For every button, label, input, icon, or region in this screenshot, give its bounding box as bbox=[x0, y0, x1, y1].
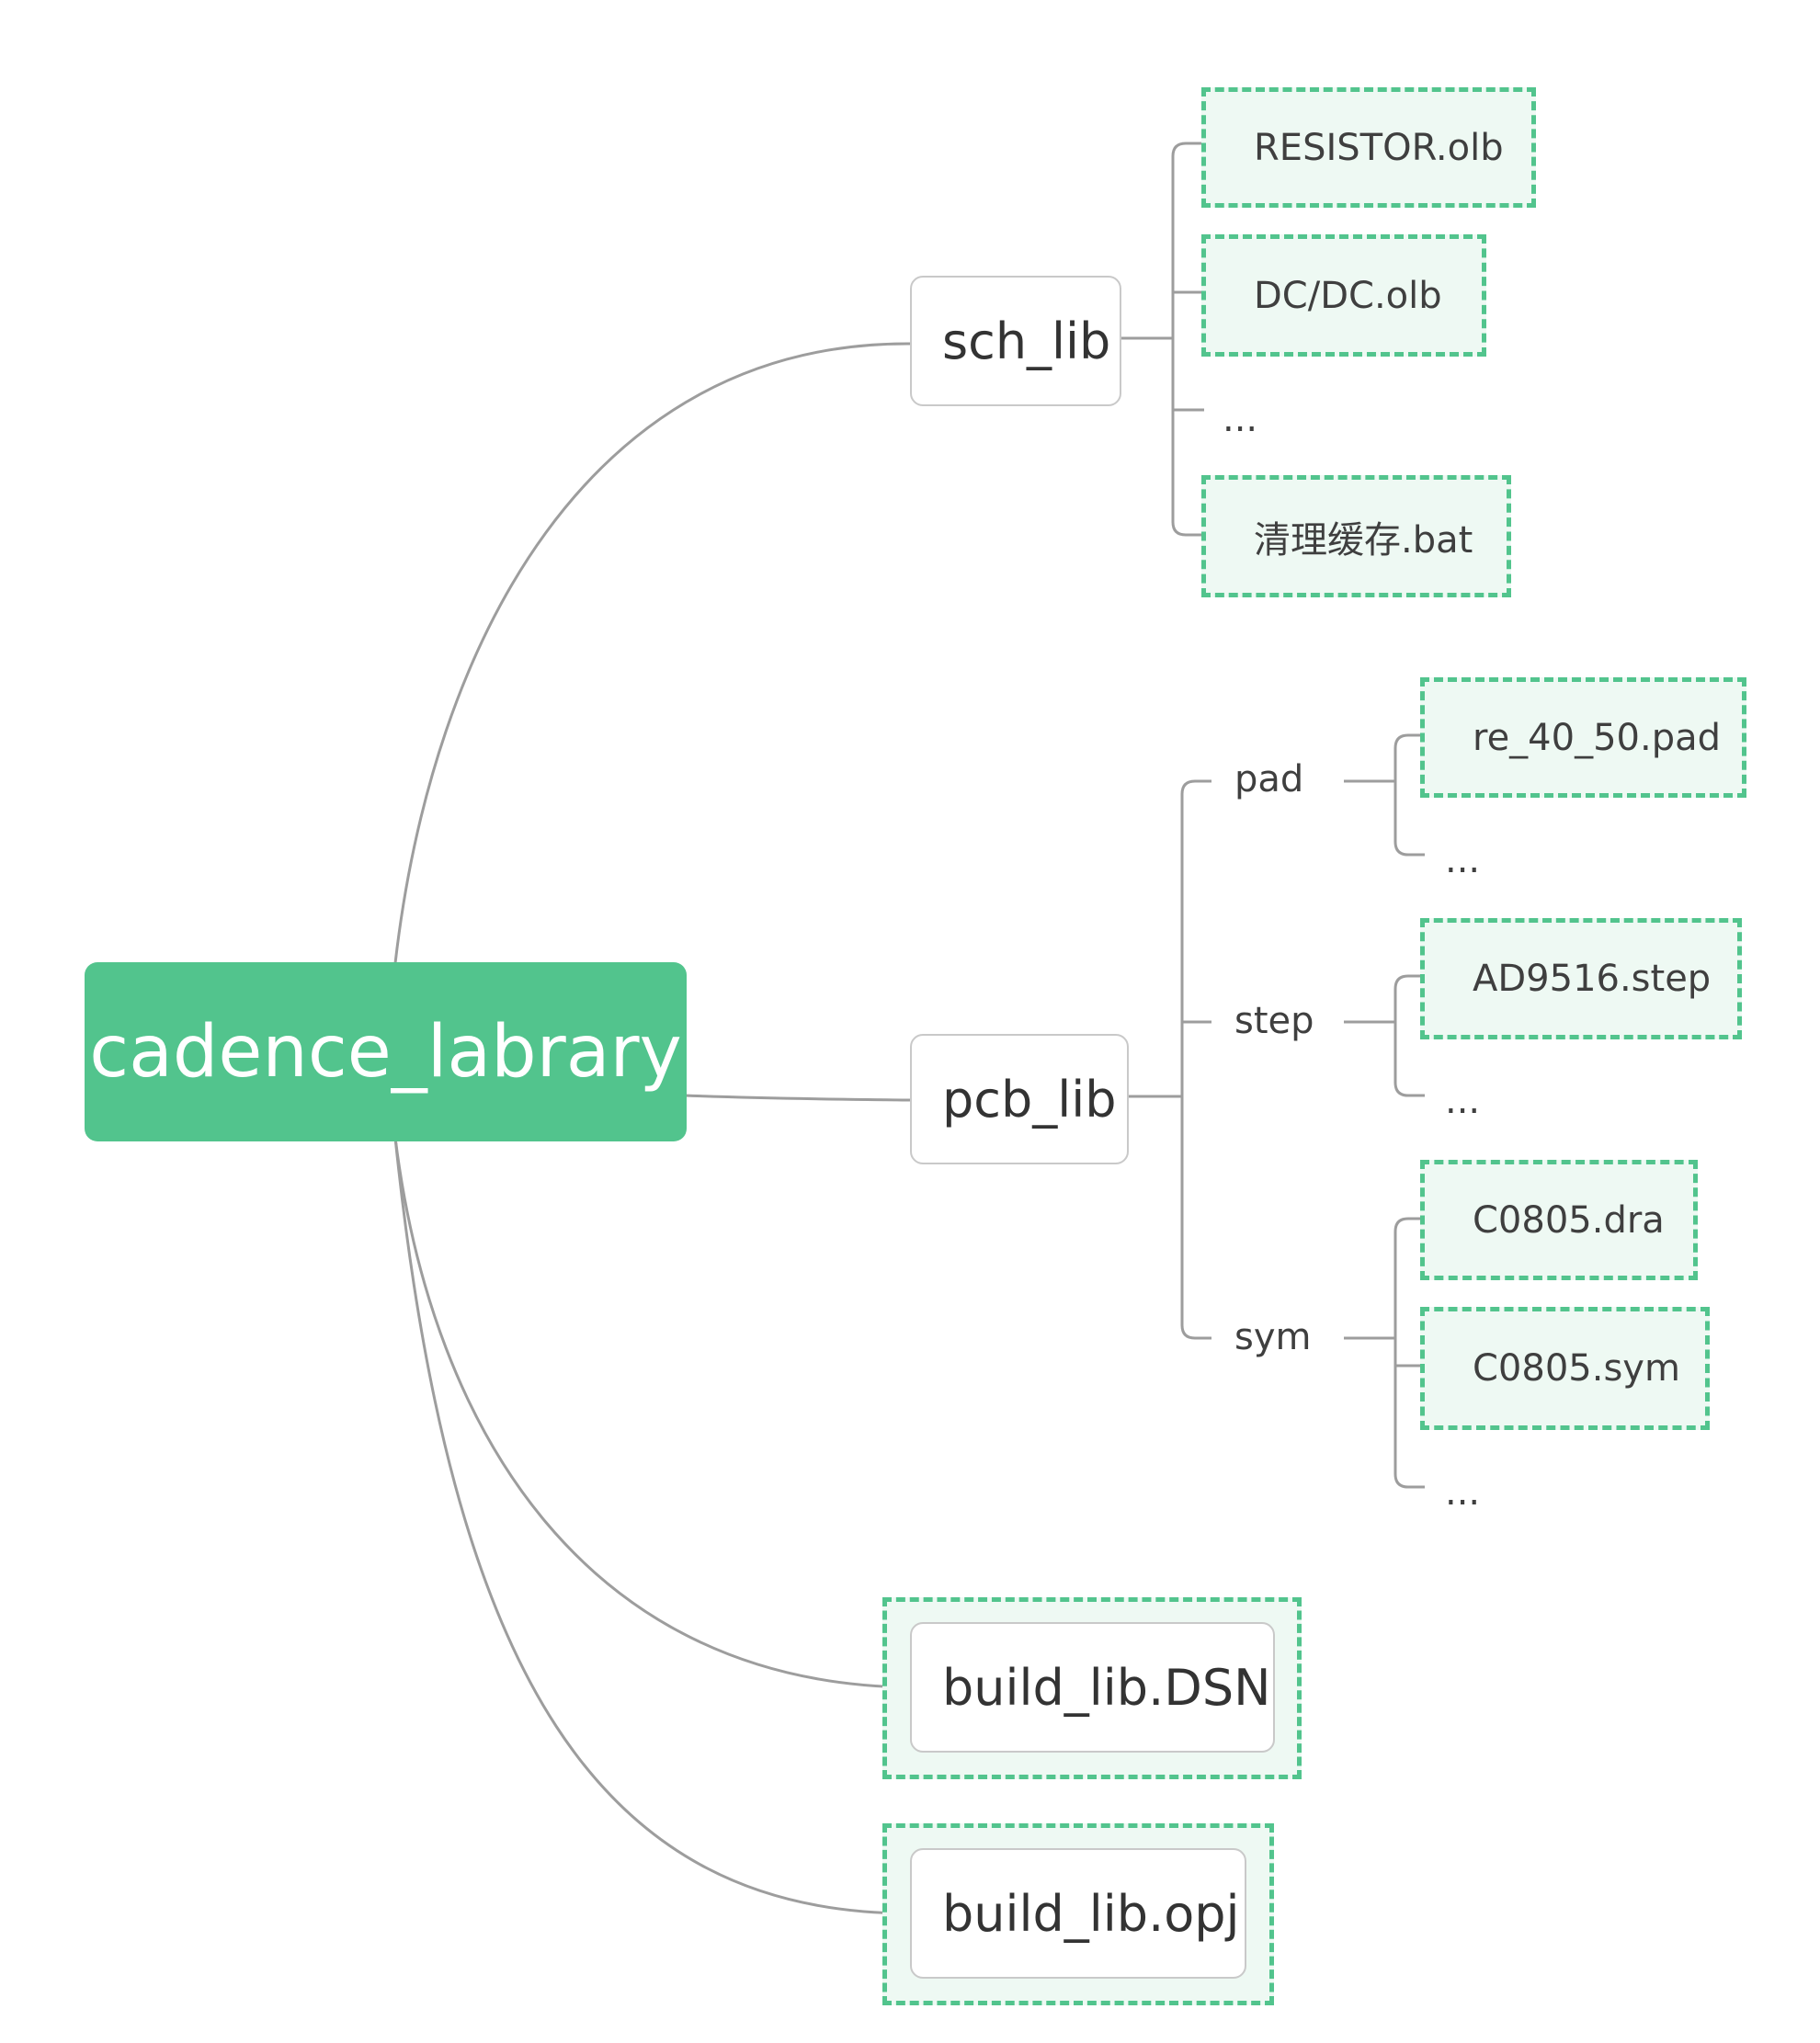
leaf-ad9516-step-label: AD9516.step bbox=[1473, 958, 1712, 1000]
leaf-re-40-50-pad[interactable]: re_40_50.pad bbox=[1420, 677, 1746, 798]
branch-pcb-lib[interactable]: pcb_lib bbox=[910, 1034, 1129, 1164]
leaf-c0805-dra-label: C0805.dra bbox=[1473, 1198, 1665, 1242]
branch-pcb-lib-label: pcb_lib bbox=[942, 1070, 1117, 1129]
file-build-lib-opj-label: build_lib.opj bbox=[942, 1884, 1240, 1943]
root-node-label: cadence_labrary bbox=[89, 1010, 682, 1094]
file-build-lib-opj[interactable]: build_lib.opj bbox=[910, 1848, 1246, 1979]
leaf-dcdc-olb-label: DC/DC.olb bbox=[1254, 274, 1442, 317]
leaf-clear-cache-bat[interactable]: 清理缓存.bat bbox=[1201, 475, 1511, 597]
leaf-step-ellipsis: ... bbox=[1445, 1080, 1481, 1122]
leaf-pad-ellipsis: ... bbox=[1445, 839, 1481, 881]
connector-root-dsn bbox=[393, 1137, 911, 1689]
root-node[interactable]: cadence_labrary bbox=[85, 962, 687, 1141]
leaf-sch-lib-ellipsis: ... bbox=[1223, 398, 1258, 440]
leaf-sym-ellipsis: ... bbox=[1445, 1471, 1481, 1514]
leaf-re-40-50-pad-label: re_40_50.pad bbox=[1473, 716, 1721, 759]
connector-sym-bracket bbox=[1393, 1217, 1450, 1489]
branch-sch-lib[interactable]: sch_lib bbox=[910, 276, 1121, 406]
connector-step-bracket bbox=[1393, 974, 1450, 1097]
leaf-ad9516-step[interactable]: AD9516.step bbox=[1420, 918, 1742, 1039]
file-build-lib-dsn[interactable]: build_lib.DSN bbox=[910, 1622, 1275, 1753]
group-pad-label[interactable]: pad bbox=[1234, 758, 1304, 800]
file-build-lib-dsn-label: build_lib.DSN bbox=[942, 1658, 1271, 1717]
connector-root-sch-lib bbox=[393, 342, 911, 964]
group-step-label[interactable]: step bbox=[1234, 1000, 1314, 1042]
leaf-dcdc-olb[interactable]: DC/DC.olb bbox=[1201, 234, 1486, 357]
leaf-resistor-olb-label: RESISTOR.olb bbox=[1254, 126, 1504, 169]
connector-root-opj bbox=[393, 1137, 911, 1915]
leaf-c0805-dra[interactable]: C0805.dra bbox=[1420, 1160, 1698, 1280]
group-sym-label[interactable]: sym bbox=[1234, 1316, 1312, 1358]
connector-root-pcb-lib bbox=[684, 1094, 911, 1102]
connector-sch-lib-bracket bbox=[1171, 142, 1232, 537]
branch-sch-lib-label: sch_lib bbox=[942, 312, 1111, 370]
leaf-resistor-olb[interactable]: RESISTOR.olb bbox=[1201, 87, 1536, 208]
leaf-c0805-sym-label: C0805.sym bbox=[1473, 1347, 1680, 1390]
connector-pad-bracket bbox=[1393, 733, 1450, 857]
leaf-c0805-sym[interactable]: C0805.sym bbox=[1420, 1307, 1710, 1430]
connector-pcb-lib-bracket bbox=[1180, 779, 1211, 1340]
leaf-clear-cache-bat-label: 清理缓存.bat bbox=[1254, 518, 1473, 562]
